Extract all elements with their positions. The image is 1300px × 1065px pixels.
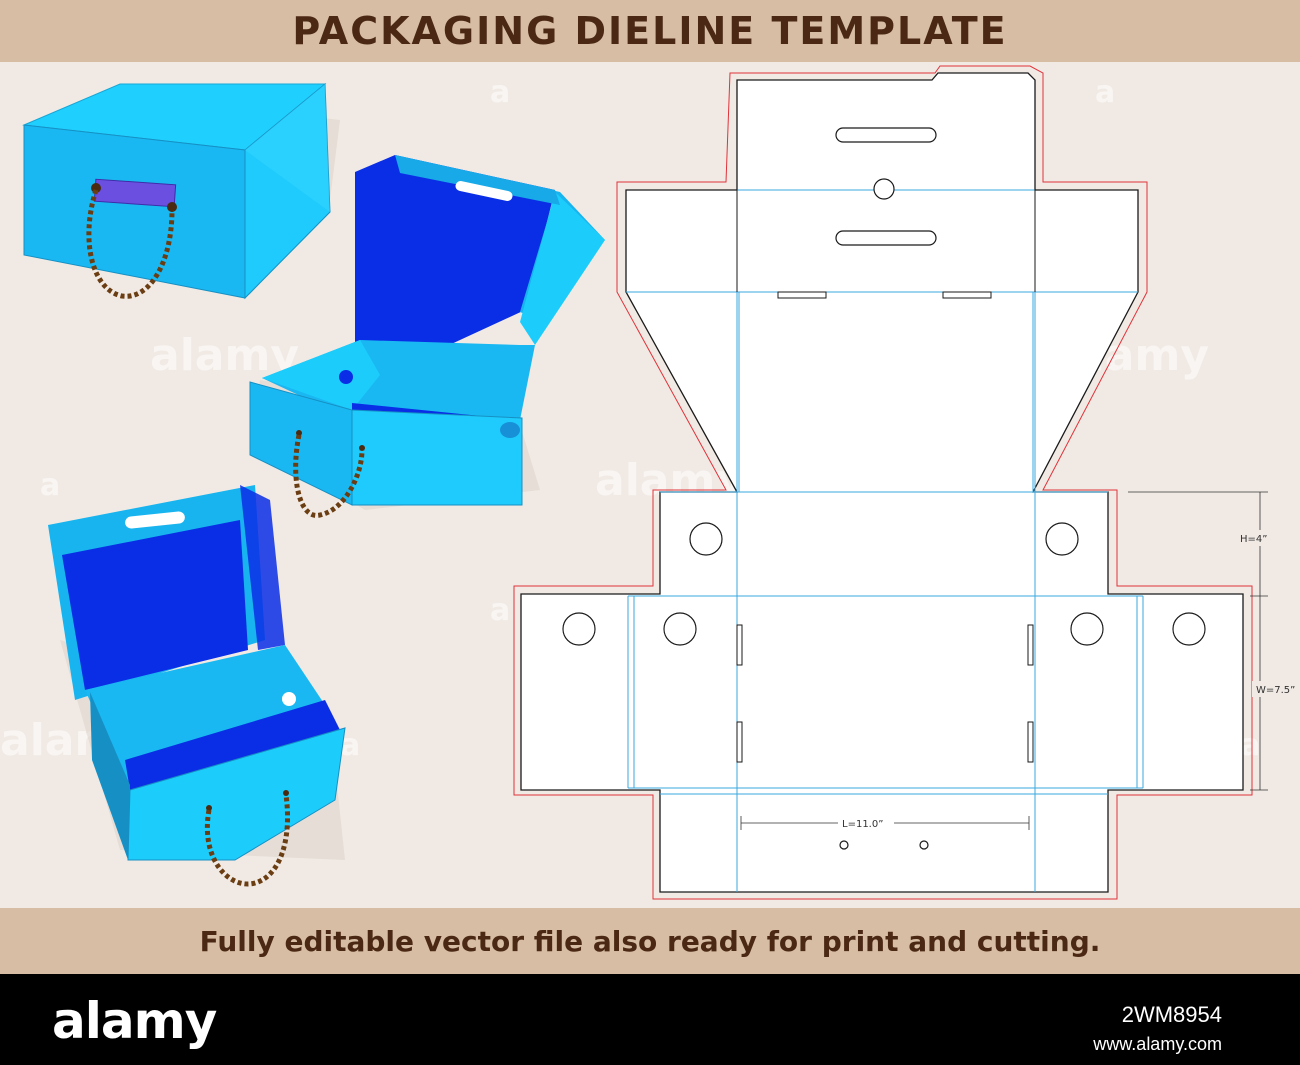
- svg-text:a: a: [1095, 75, 1115, 110]
- box-front-face: [23, 124, 246, 299]
- open-box-illustration-1: [249, 155, 605, 518]
- svg-text:a: a: [490, 593, 510, 628]
- handle-slot: [835, 230, 937, 246]
- page-title: PACKAGING DIELINE TEMPLATE: [292, 9, 1008, 53]
- svg-text:a: a: [1240, 728, 1260, 763]
- caption-band: Fully editable vector file also ready fo…: [0, 908, 1300, 974]
- artwork-canvas: a a a alamy alamy a a alamy a a a alamy …: [0, 65, 1300, 900]
- bleed-outline: [513, 65, 1253, 900]
- inner-cuts: [736, 80, 1036, 763]
- rope-handle: [86, 189, 175, 299]
- open-lid-inner: [62, 520, 248, 690]
- stock-url: www.alamy.com: [1093, 1034, 1222, 1054]
- image-id: 2WM8954: [1121, 1002, 1222, 1027]
- open-box-illustration-2: [48, 485, 346, 887]
- svg-text:a: a: [340, 728, 360, 763]
- box-side-face: [351, 409, 523, 506]
- rope-handle: [204, 794, 291, 887]
- open-lid-inner: [355, 155, 555, 370]
- svg-text:a: a: [40, 468, 60, 503]
- svg-text:alamy: alamy: [150, 330, 299, 381]
- rope-holes: [562, 522, 1206, 850]
- caption-text: Fully editable vector file also ready fo…: [199, 924, 1101, 958]
- width-dimension: W=7.5”: [1256, 685, 1295, 696]
- stock-logo: alamy: [52, 992, 217, 1050]
- title-band: PACKAGING DIELINE TEMPLATE: [0, 0, 1300, 62]
- length-dimension: L=11.0”: [842, 819, 883, 830]
- box-front-face: [127, 727, 346, 861]
- rope-handle: [293, 434, 365, 518]
- closed-box-illustration: [22, 82, 340, 300]
- height-dimension: H=4”: [1240, 534, 1267, 545]
- stock-bar: [0, 974, 1300, 1065]
- svg-text:a: a: [490, 75, 510, 110]
- handle-slot: [835, 127, 937, 143]
- dieline: H=4” W=7.5” L=11.0”: [513, 65, 1300, 900]
